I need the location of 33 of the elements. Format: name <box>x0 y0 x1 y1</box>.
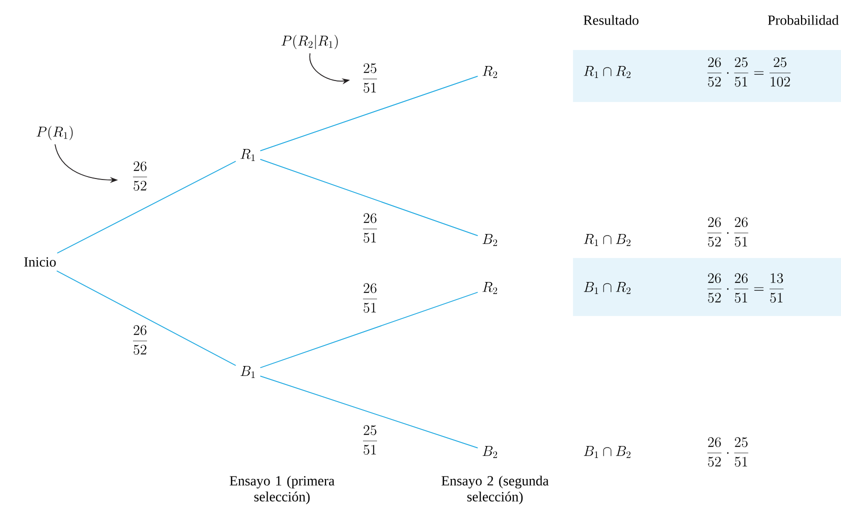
branch-line <box>260 292 478 368</box>
probability-formula: $\frac{26}{52}\cdot\frac{26}{51} = \frac{13}{51}$ <box>707 273 784 303</box>
column-header: Probabilidad <box>768 15 839 25</box>
edge-label: $\frac{25}{51}$ <box>362 425 378 455</box>
axis-caption: Ensayo 2 (segunda selección) <box>442 476 549 504</box>
outcome-label: $R_1$ <box>240 149 255 161</box>
outcome-formula: $B_1 \cap B_2$ <box>584 446 630 458</box>
edge-label: $\frac{26}{51}$ <box>362 213 378 243</box>
branch-line <box>260 158 478 236</box>
probability-formula: $\frac{26}{52}\cdot\frac{25}{51}$ <box>707 437 748 467</box>
probability-label: $P(R_1)$ <box>36 126 73 140</box>
outcome-formula: $R_1 \cap R_2$ <box>584 66 630 78</box>
outcome-label: $B_2$ <box>482 446 498 458</box>
edge-label: $\frac{26}{51}$ <box>362 283 378 313</box>
branch-line <box>260 76 478 152</box>
outcome-label: $B_2$ <box>482 234 498 246</box>
probability-label: $P(R_2|R_1)$ <box>282 34 338 50</box>
outcome-label: $R_2$ <box>482 282 498 294</box>
axis-caption: Ensayo 1 (primera selección) <box>230 476 334 504</box>
column-header: Resultado <box>584 15 638 25</box>
branch-line <box>56 160 236 254</box>
outcome-formula: $R_1 \cap B_2$ <box>584 234 630 246</box>
probability-formula: $\frac{26}{52}\cdot\frac{26}{51}$ <box>707 217 748 247</box>
edge-label: $\frac{26}{52}$ <box>132 161 148 191</box>
outcome-formula: $B_1 \cap R_2$ <box>584 282 630 294</box>
branch-line <box>260 376 478 448</box>
edge-label: $\frac{25}{51}$ <box>362 63 378 93</box>
branch-line <box>56 270 236 366</box>
outcome-label: $B_1$ <box>240 366 255 378</box>
edge-label: $\frac{26}{52}$ <box>132 325 148 355</box>
probability-formula: $\frac{26}{52}\cdot\frac{25}{51} = \frac{25}{102}$ <box>707 57 791 87</box>
outcome-label: $R_2$ <box>482 66 498 78</box>
start-label: $\mbox{Inicio}$ <box>24 257 56 267</box>
